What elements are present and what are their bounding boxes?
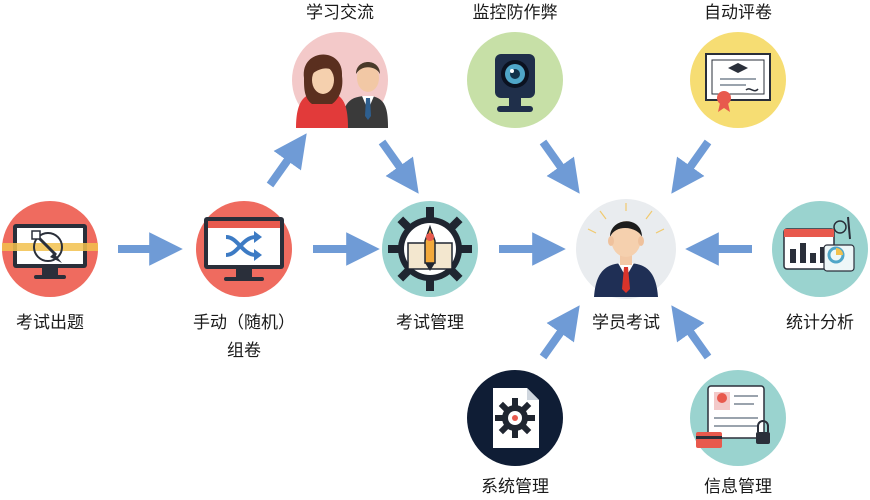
- label-compose-exam-line1: 手动（随机）: [193, 313, 295, 333]
- label-compose-exam-line2: 组卷: [227, 341, 261, 361]
- monitor-pen-tool-icon: [2, 224, 98, 279]
- label-student-exam: 学员考试: [592, 313, 660, 333]
- profile-card-icon: [696, 385, 770, 448]
- label-study-exchange: 学习交流: [306, 3, 374, 23]
- gear-pencil-icon: [388, 207, 472, 291]
- arrow-system-to-student: [539, 305, 580, 360]
- node-info-management: [690, 370, 786, 466]
- arrow-study-to-manage: [378, 139, 419, 194]
- people-avatars-icon: [296, 54, 388, 128]
- flow-arrows: [118, 133, 752, 360]
- label-exam-management: 考试管理: [396, 313, 464, 333]
- document-gear-icon: [493, 388, 539, 448]
- monitor-shuffle-icon: [204, 217, 284, 281]
- arrow-grading-to-student: [671, 139, 712, 194]
- label-info-management: 信息管理: [704, 477, 772, 497]
- arrow-compose-to-study: [266, 133, 307, 188]
- node-student-exam: [576, 199, 676, 299]
- node-anti-cheat-monitor: [467, 32, 563, 128]
- label-create-exam: 考试出题: [16, 313, 84, 333]
- label-system-management: 系统管理: [481, 477, 549, 497]
- node-create-exam: [2, 201, 98, 297]
- label-statistics: 统计分析: [786, 313, 854, 333]
- certificate-icon: [705, 53, 771, 112]
- webcam-icon: [495, 54, 535, 112]
- student-avatar-icon: [587, 203, 665, 297]
- arrow-info-to-student: [671, 305, 712, 360]
- arrow-monitor-to-student: [539, 139, 580, 194]
- node-study-exchange: [292, 32, 388, 128]
- node-statistics: [772, 201, 868, 297]
- node-system-management: [467, 370, 563, 466]
- node-auto-grading: [690, 32, 786, 128]
- label-auto-grading: 自动评卷: [704, 3, 772, 23]
- analytics-dashboard-icon: [783, 216, 855, 272]
- label-anti-cheat-monitor: 监控防作弊: [472, 3, 558, 23]
- node-compose-exam: [196, 201, 292, 297]
- node-exam-management: [382, 201, 478, 297]
